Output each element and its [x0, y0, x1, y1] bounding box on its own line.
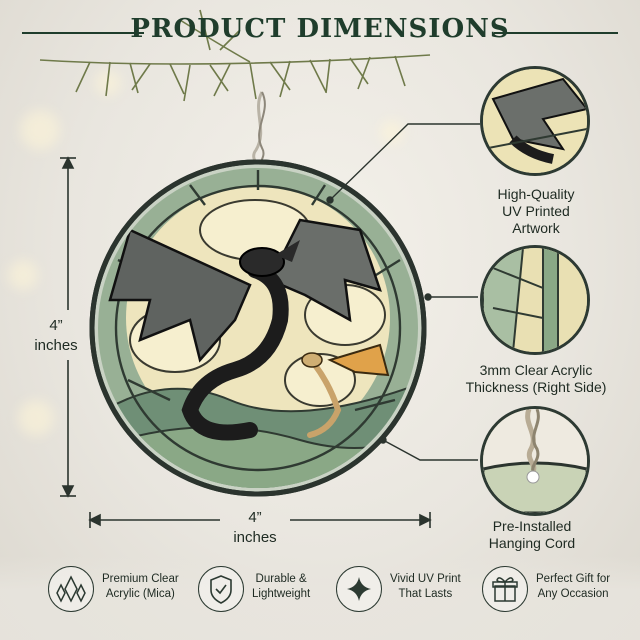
callout-thickness-label: 3mm Clear Acrylic Thickness (Right Side)	[452, 362, 620, 396]
feature-line: Any Occasion	[537, 588, 609, 600]
width-value: 4”	[248, 509, 262, 526]
bokeh-light	[20, 110, 60, 150]
feature-text: Vivid UV Print That Lasts	[390, 572, 461, 602]
callout-artwork-label: High-Quality UV Printed Artwork	[456, 186, 616, 237]
crystal-icon	[48, 566, 94, 612]
feature-line: Durable &	[255, 573, 307, 585]
sparkle-icon	[336, 566, 382, 612]
feature-line: Premium Clear	[102, 573, 179, 585]
shield-check-icon	[198, 566, 244, 612]
callout-line: 3mm Clear Acrylic	[479, 362, 593, 378]
features-bar	[0, 556, 640, 640]
feature-line: Lightweight	[252, 588, 311, 600]
feature-gift: Perfect Gift for Any Occasion	[482, 564, 632, 614]
bokeh-light	[18, 400, 54, 436]
bokeh-light	[8, 260, 38, 290]
title-rule-right	[494, 32, 618, 34]
callout-line: High-Quality	[497, 186, 575, 202]
title-row: PRODUCT DIMENSIONS	[0, 14, 640, 48]
feature-premium-acrylic: Premium Clear Acrylic (Mica)	[48, 564, 188, 614]
gift-icon	[482, 566, 528, 612]
feature-line: That Lasts	[398, 588, 453, 600]
callout-line: Thickness (Right Side)	[465, 379, 607, 395]
callout-line: Hanging Cord	[488, 535, 576, 551]
pine-branch-image	[39, 9, 431, 102]
feature-line: Vivid UV Print	[390, 573, 461, 585]
acrylic-thickness-detail-image	[480, 245, 590, 355]
artwork-detail-image	[480, 66, 590, 176]
callout-line: Artwork	[512, 220, 560, 236]
feature-line: Acrylic (Mica)	[105, 588, 175, 600]
feature-durable: Durable & Lightweight	[198, 564, 328, 614]
feature-text: Durable & Lightweight	[252, 572, 310, 602]
feature-text: Perfect Gift for Any Occasion	[536, 572, 610, 602]
width-dimension-label: 4” inches	[220, 508, 290, 548]
callout-line: UV Printed	[502, 203, 570, 219]
callout-line: Pre-Installed	[492, 518, 572, 534]
title-rule-left	[22, 32, 144, 34]
height-dimension-label: 4” inches	[28, 316, 84, 356]
width-unit: inches	[233, 529, 277, 546]
callout-cord-label: Pre-Installed Hanging Cord	[452, 518, 612, 552]
hanging-cord-detail-image	[480, 406, 590, 516]
feature-text: Premium Clear Acrylic (Mica)	[102, 572, 179, 602]
feature-uv-print: Vivid UV Print That Lasts	[336, 564, 466, 614]
height-unit: inches	[34, 337, 78, 354]
height-value: 4”	[49, 317, 63, 334]
page-title: PRODUCT DIMENSIONS	[130, 14, 510, 44]
feature-line: Perfect Gift for	[536, 573, 611, 585]
